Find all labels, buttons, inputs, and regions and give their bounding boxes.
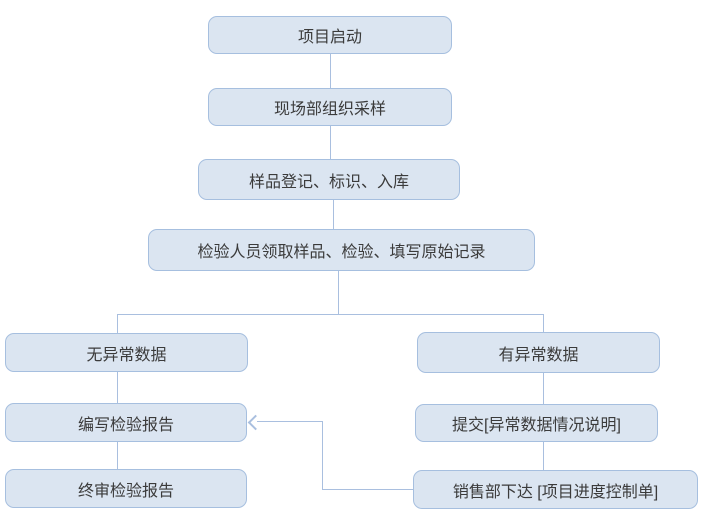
connector-split-to-no-abnormal [117, 314, 118, 333]
node-final-review-report-label: 终审检验报告 [77, 482, 174, 500]
node-sample-registration-label: 样品登记、标识、入库 [248, 173, 409, 191]
connector-submit-note-to-sales-sheet [543, 442, 544, 470]
connector-abnormal-to-submit-note [543, 373, 544, 404]
node-field-sampling-label: 现场部组织采样 [273, 101, 386, 118]
connector-split-horizontal [117, 314, 544, 315]
node-project-start: 项目启动 [208, 16, 452, 54]
connector-sampling-to-registration [330, 126, 331, 159]
node-final-review-report: 终审检验报告 [5, 469, 247, 508]
node-no-abnormal-data: 无异常数据 [5, 333, 248, 372]
connector-registration-to-inspection [333, 200, 334, 229]
node-no-abnormal-data-label: 无异常数据 [86, 346, 167, 364]
node-abnormal-data-label: 有异常数据 [498, 346, 579, 364]
node-field-sampling: 现场部组织采样 [208, 88, 452, 126]
connector-feedback-top-segment [257, 421, 323, 422]
connector-start-to-sampling [330, 53, 331, 88]
node-abnormal-data: 有异常数据 [417, 332, 660, 373]
node-sales-control-sheet: 销售部下达 [项目进度控制单] [413, 470, 698, 509]
node-write-report-label: 编写检验报告 [77, 416, 174, 434]
node-submit-abnormal-note-label: 提交[异常数据情况说明] [452, 417, 621, 434]
connector-write-report-to-final-review [117, 442, 118, 469]
connector-no-abnormal-to-write-report [117, 372, 118, 403]
node-sales-control-sheet-label: 销售部下达 [项目进度控制单] [452, 483, 659, 501]
node-inspection-record-label: 检验人员领取样品、检验、填写原始记录 [197, 244, 486, 261]
feedback-arrowhead-left-icon [247, 414, 264, 431]
node-inspection-record: 检验人员领取样品、检验、填写原始记录 [148, 229, 535, 271]
connector-feedback-vertical-segment [322, 421, 323, 490]
node-submit-abnormal-note: 提交[异常数据情况说明] [415, 404, 658, 442]
node-sample-registration: 样品登记、标识、入库 [198, 159, 460, 200]
connector-split-to-abnormal [543, 314, 544, 332]
node-project-start-label: 项目启动 [297, 29, 362, 46]
connector-feedback-bottom-segment [322, 489, 413, 490]
node-write-report: 编写检验报告 [5, 403, 247, 442]
connector-inspection-to-split [338, 271, 339, 314]
